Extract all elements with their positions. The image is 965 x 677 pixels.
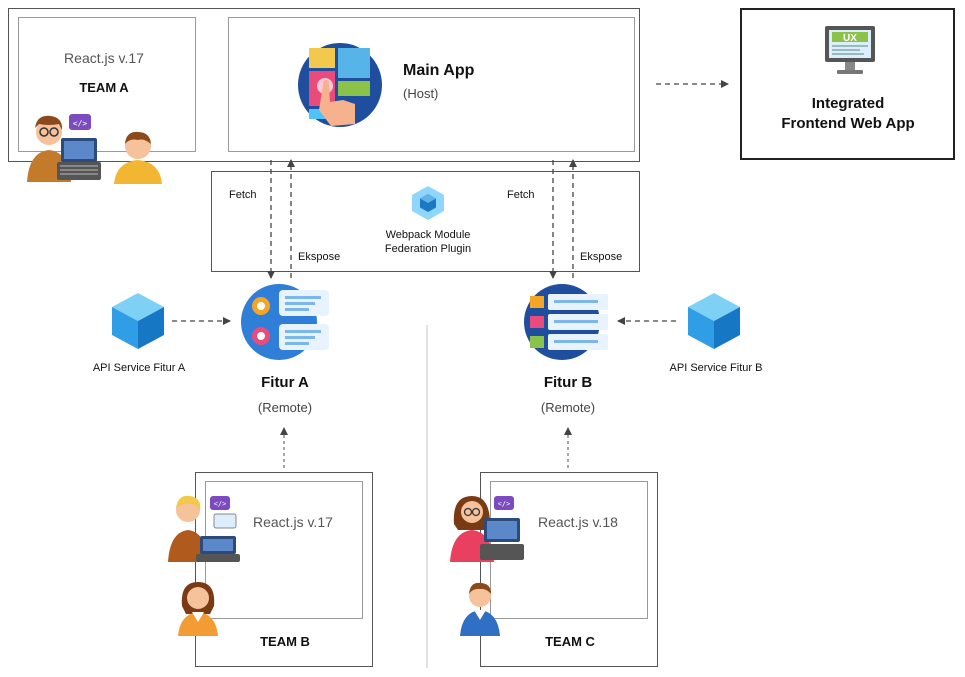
api-service-a-cube-icon	[112, 293, 164, 349]
main-app-subtitle: (Host)	[403, 86, 439, 101]
plugin-label-line2: Federation Plugin	[384, 243, 472, 255]
team-c-developer-icon: </>	[450, 496, 524, 562]
fetch-a-label: Fetch	[229, 189, 257, 201]
team-a-developer-icon: </>	[27, 114, 101, 182]
main-app-box	[228, 17, 635, 152]
api-service-b-cube-icon	[688, 293, 740, 349]
integrated-title-line2: Frontend Web App	[781, 115, 915, 132]
fitur-a-chat-icon	[241, 284, 329, 360]
plugin-label-line1: Webpack Module	[385, 229, 471, 241]
expose-a-label: Ekspose	[298, 251, 341, 263]
team-b-member-icon	[178, 582, 218, 636]
api-b-label: API Service Fitur B	[669, 362, 763, 374]
main-app-title: Main App	[403, 62, 475, 79]
main-app-touch-icon	[298, 43, 382, 127]
fitur-b-list-icon	[524, 284, 608, 360]
team-c-member-icon	[460, 582, 500, 636]
team-a-member-icon	[114, 131, 162, 184]
svg-text:</>: </>	[214, 500, 227, 508]
team-a-label: TEAM A	[79, 80, 129, 95]
ux-monitor-icon: UX	[825, 26, 875, 74]
team-c-label: TEAM C	[545, 634, 595, 649]
svg-text:</>: </>	[73, 119, 88, 128]
team-b-developer-icon: </>	[168, 495, 240, 562]
monitor-text: UX	[843, 33, 857, 44]
fitur-a-subtitle: (Remote)	[257, 400, 313, 415]
fitur-b-title: Fitur B	[543, 374, 593, 391]
team-b-version: React.js v.17	[253, 514, 333, 530]
integrated-title-line1: Integrated	[811, 95, 885, 112]
svg-text:</>: </>	[498, 500, 511, 508]
team-b-label: TEAM B	[260, 634, 310, 649]
fitur-a-title: Fitur A	[261, 374, 309, 391]
expose-b-label: Ekspose	[580, 251, 623, 263]
integrated-app-box	[740, 8, 955, 160]
fitur-b-subtitle: (Remote)	[540, 400, 596, 415]
webpack-cube-icon	[412, 186, 444, 220]
fetch-b-label: Fetch	[507, 189, 535, 201]
api-a-label: API Service Fitur A	[92, 362, 186, 374]
team-a-version: React.js v.17	[64, 50, 144, 66]
team-c-version: React.js v.18	[538, 514, 618, 530]
